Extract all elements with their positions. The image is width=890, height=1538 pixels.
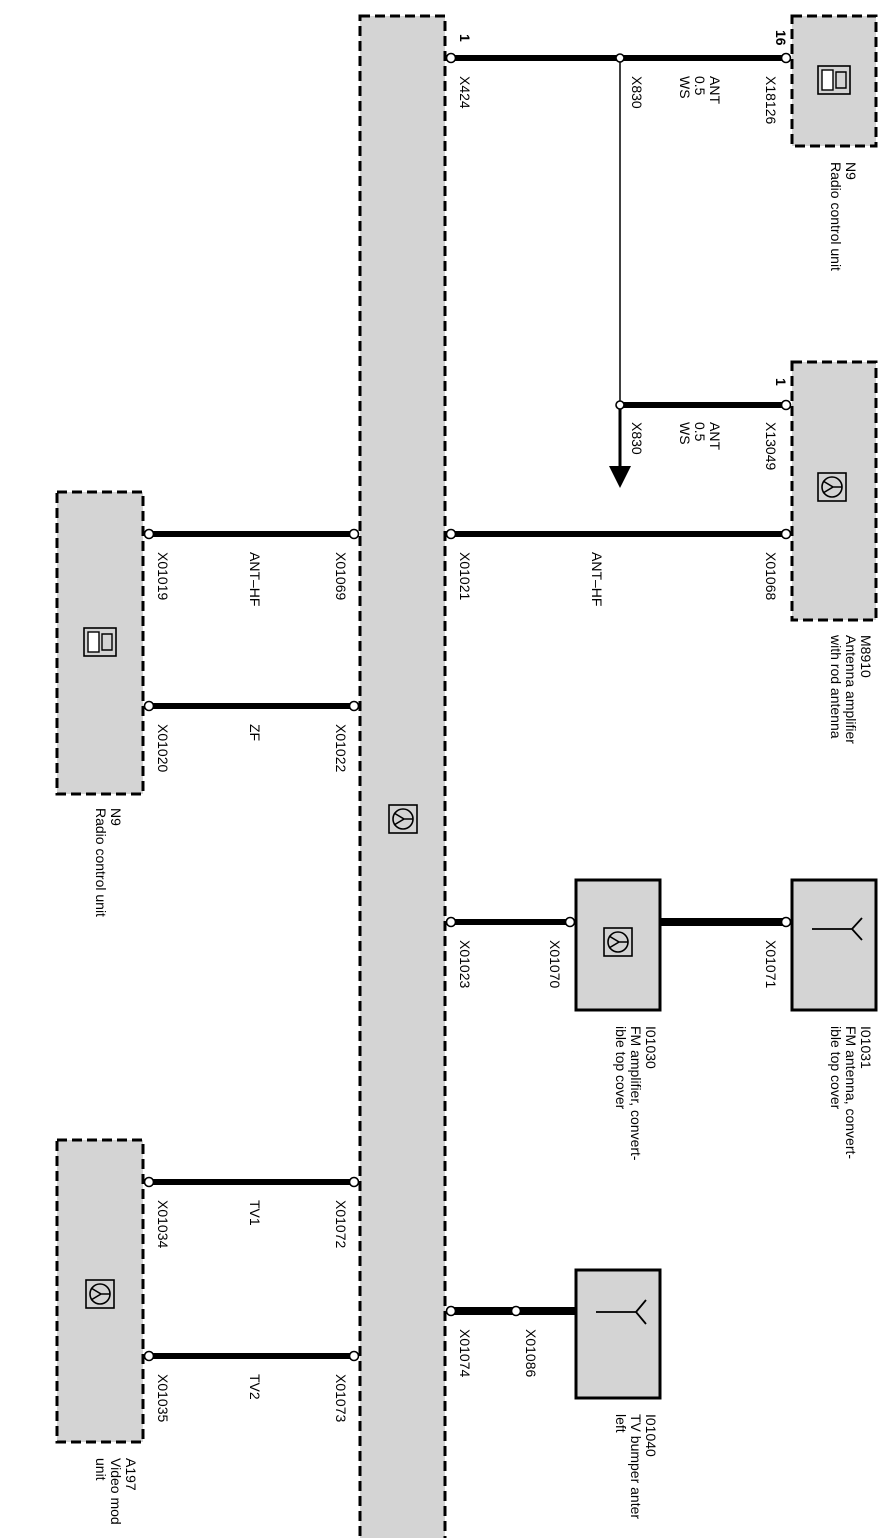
connector-x830-b: X830 — [629, 422, 645, 455]
wire-label-ant-hf-bottom: ANT–HF — [247, 552, 263, 606]
connector-x01022: X01022 — [333, 724, 349, 772]
antenna-icon — [812, 917, 863, 941]
label-a197-code: A197 — [123, 1458, 139, 1491]
splice-x830 — [615, 53, 625, 63]
connector-x01021: X01021 — [457, 552, 473, 600]
pin-x01021 — [445, 528, 457, 540]
label-a197-name-1: Video mod — [108, 1458, 124, 1525]
wire-label-color-2: WS — [677, 422, 693, 445]
pin-x01035 — [143, 1350, 155, 1362]
antenna-amplifier-m8910 — [790, 360, 878, 622]
pin-number-1-top: 1 — [773, 378, 789, 386]
label-m8910-name-1: Antenna amplifier — [843, 635, 859, 744]
connector-x13049: X13049 — [763, 422, 779, 470]
antenna-icon — [596, 1299, 647, 1325]
radio-unit-icon — [83, 627, 117, 657]
tv-bumper-antenna-i01040 — [574, 1268, 662, 1400]
label-i01030-name-1: FM amplifier, convert- — [628, 1026, 644, 1161]
connector-x01035: X01035 — [155, 1374, 171, 1422]
bus-amplifier-icon — [388, 804, 418, 834]
pin-x13049 — [780, 399, 792, 411]
pin-x01070 — [564, 916, 576, 928]
label-n9-bottom-code: N9 — [108, 808, 124, 826]
label-i01031-name-1: FM antenna, convert- — [843, 1026, 859, 1159]
connector-x01071: X01071 — [763, 940, 779, 988]
pin-x01022 — [348, 700, 360, 712]
pin-number-1-left: 1 — [457, 34, 473, 42]
label-i01031-name-2: ible top cover — [828, 1026, 844, 1110]
pin-x18126 — [780, 52, 792, 64]
label-m8910-name-2: with rod antenna — [828, 634, 844, 739]
wire-label-color-1: WS — [677, 76, 693, 99]
main-bus-bar — [358, 14, 447, 1538]
pin-x01020 — [143, 700, 155, 712]
label-n9-top-code: N9 — [843, 162, 859, 180]
connector-x01020: X01020 — [155, 724, 171, 772]
pin-x01071 — [780, 916, 792, 928]
wire-label-tv1: TV1 — [247, 1200, 263, 1226]
pin-x01023 — [445, 916, 457, 928]
amplifier-icon — [817, 472, 847, 502]
pin-x424 — [445, 52, 457, 64]
wire-label-tv2: TV2 — [247, 1374, 263, 1400]
wire-label-zf: ZF — [247, 724, 263, 741]
connector-x01073: X01073 — [333, 1374, 349, 1422]
connector-x01068: X01068 — [763, 552, 779, 600]
connector-x01019: X01019 — [155, 552, 171, 600]
pin-x01073 — [348, 1350, 360, 1362]
radio-control-unit-top — [790, 14, 878, 148]
radio-control-unit-bottom — [55, 490, 145, 796]
arrow-down-icon — [609, 466, 631, 488]
connector-x830-a: X830 — [629, 76, 645, 109]
pin-number-16: 16 — [773, 30, 789, 46]
fm-antenna-i01031 — [790, 878, 878, 1012]
label-n9-top-name: Radio control unit — [828, 162, 844, 271]
label-i01040-name-2: left — [613, 1414, 629, 1433]
amplifier-icon — [85, 1279, 115, 1309]
wire-label-size-2: 0.5 — [692, 422, 708, 442]
pin-x01074 — [445, 1305, 457, 1317]
connector-x01069: X01069 — [333, 552, 349, 600]
label-i01030-code: I01030 — [643, 1026, 659, 1069]
label-m8910-code: M8910 — [858, 635, 874, 678]
video-module-a197 — [55, 1138, 145, 1444]
label-i01040-code: I01040 — [643, 1414, 659, 1457]
wire-label-ant-2: ANT — [707, 422, 723, 450]
pin-x01068 — [780, 528, 792, 540]
connector-x01023: X01023 — [457, 940, 473, 988]
wire-label-size-1: 0.5 — [692, 76, 708, 96]
label-i01040-name-1: TV bumper anter — [628, 1414, 644, 1519]
splice-x830-b — [615, 400, 625, 410]
connector-x01074: X01074 — [457, 1329, 473, 1377]
label-a197-name-2: unit — [93, 1458, 109, 1481]
connector-x01070: X01070 — [547, 940, 563, 988]
wire-label-ant-1: ANT — [707, 76, 723, 104]
pin-x01034 — [143, 1176, 155, 1188]
label-n9-bottom-name: Radio control unit — [93, 808, 109, 917]
pin-x01069 — [348, 528, 360, 540]
amplifier-icon — [603, 927, 633, 957]
connector-x01086: X01086 — [523, 1329, 539, 1377]
pin-x01086 — [510, 1305, 522, 1317]
pin-x01072 — [348, 1176, 360, 1188]
pin-x01019 — [143, 528, 155, 540]
connector-x01072: X01072 — [333, 1200, 349, 1248]
fm-amplifier-i01030 — [574, 878, 662, 1012]
connector-x18126: X18126 — [763, 76, 779, 124]
label-i01030-name-2: ible top cover — [613, 1026, 629, 1110]
connector-x01034: X01034 — [155, 1200, 171, 1248]
wire-label-ant-hf-top: ANT–HF — [589, 552, 605, 606]
label-i01031-code: I01031 — [858, 1026, 874, 1069]
connector-x424: X424 — [457, 76, 473, 109]
radio-unit-icon — [817, 65, 851, 95]
